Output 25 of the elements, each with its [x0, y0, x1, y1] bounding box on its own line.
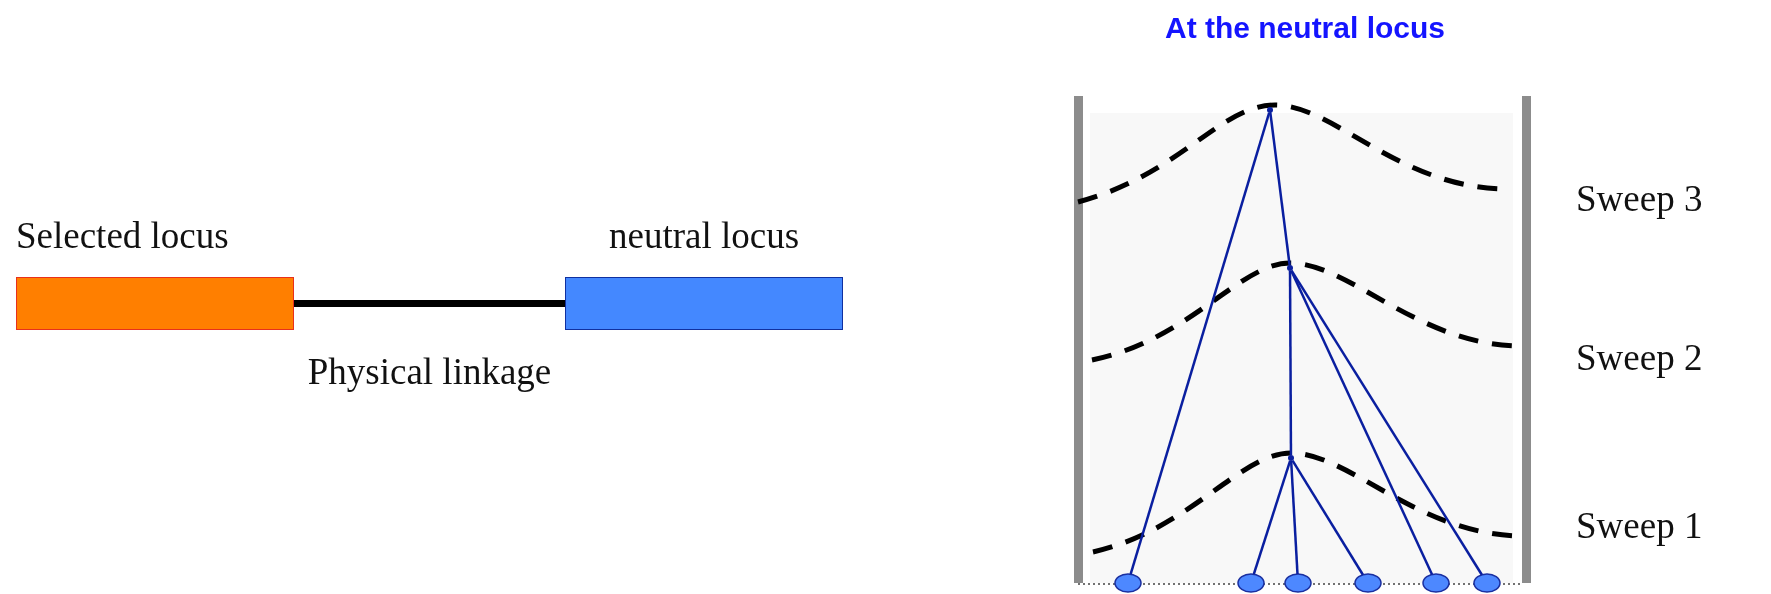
connector-line — [1288, 271, 1293, 455]
connector-line — [1290, 270, 1434, 575]
lineage-dot — [1284, 573, 1312, 593]
branch-point — [1267, 107, 1273, 113]
locus-label: neutral locus — [607, 215, 801, 257]
locus-label: Selected locus — [16, 215, 230, 257]
branch-point — [1288, 455, 1294, 461]
sweep-label: Sweep 2 — [1576, 337, 1703, 379]
branch-point — [1287, 265, 1293, 271]
lineage-dot — [1237, 573, 1265, 593]
lineage-dot — [1422, 573, 1450, 593]
lineage-dot — [1114, 573, 1142, 593]
panel-heading: At the neutral locus — [1163, 10, 1446, 46]
connector-line — [1252, 460, 1292, 575]
connector-line — [1289, 460, 1299, 575]
connector-line — [1291, 459, 1364, 576]
connector-line — [294, 300, 565, 307]
sweep-label: Sweep 1 — [1576, 505, 1703, 547]
edge-label: Physical linkage — [306, 350, 553, 393]
lineage-dot — [1354, 573, 1382, 593]
connector-line — [1269, 112, 1291, 266]
connector-line — [1290, 269, 1483, 576]
connector-line — [1129, 112, 1271, 575]
lineage-dot — [1473, 573, 1501, 593]
sweep-label: Sweep 3 — [1576, 178, 1703, 220]
